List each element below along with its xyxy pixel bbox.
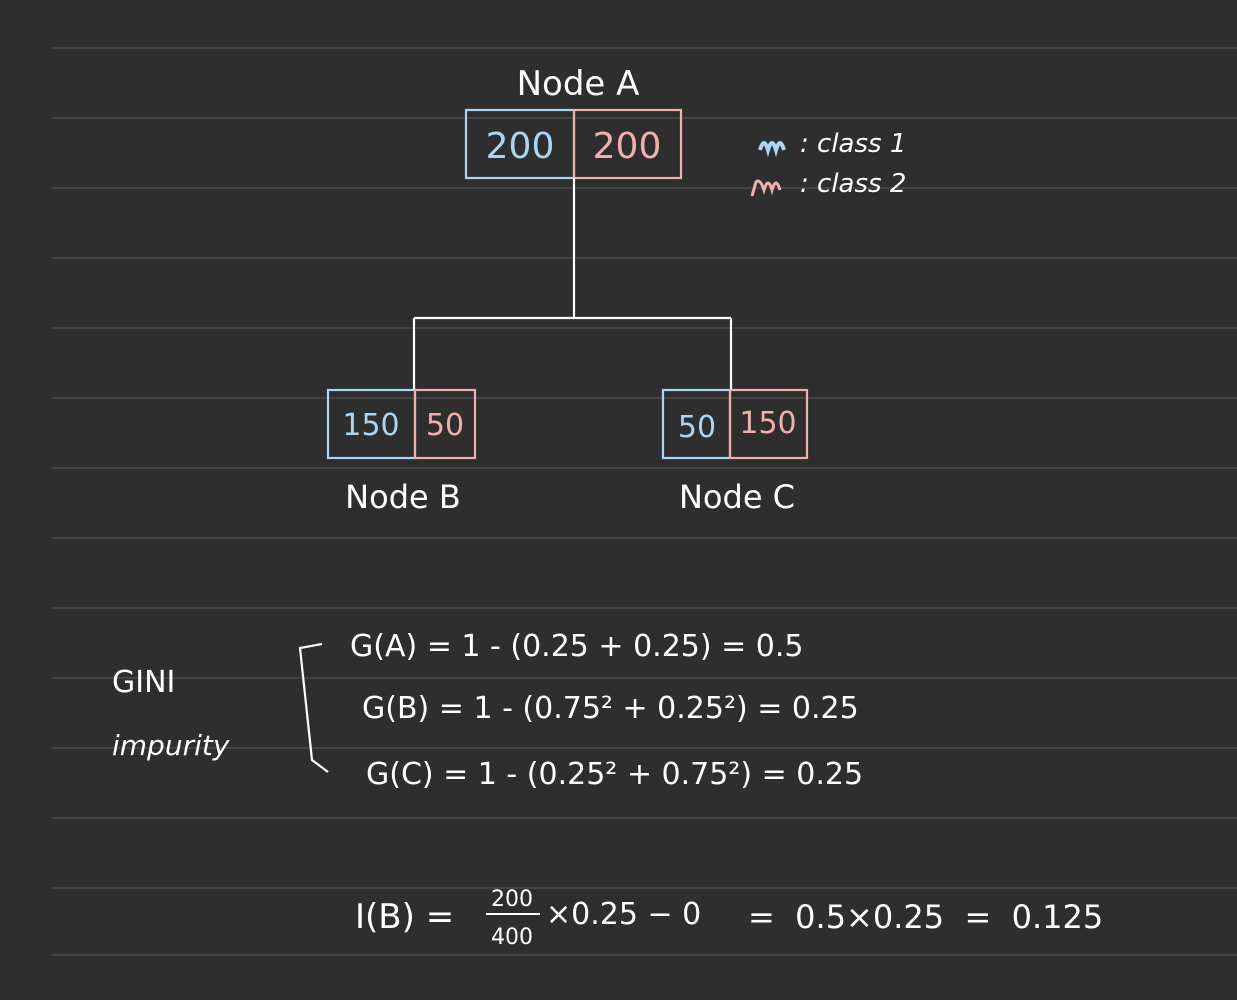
impurity-lhs: I(B) =: [355, 897, 454, 937]
legend-class1-swatch: [758, 141, 786, 158]
node-a-class1-count: 200: [486, 126, 555, 167]
impurity-fraction-denominator: 400: [491, 925, 533, 950]
node-b-class1-count: 150: [342, 408, 399, 443]
impurity-result: = 0.5×0.25 = 0.125: [748, 898, 1103, 936]
node-a-class2-box: [572, 108, 683, 180]
gini-equation-c: G(C) = 1 - (0.25² + 0.75²) = 0.25: [366, 757, 863, 792]
legend-class2-swatch: [750, 179, 782, 197]
ruled-lines: [52, 47, 1237, 956]
gini-equation-a: G(A) = 1 - (0.25 + 0.25) = 0.5: [350, 629, 804, 664]
legend-class2-label: : class 2: [800, 169, 906, 199]
gini-section: GINI impurity G(A) = 1 - (0.25 + 0.25) =…: [112, 629, 863, 792]
node-c-class2-count: 150: [739, 406, 796, 441]
gini-title-line1: GINI: [112, 665, 175, 700]
node-a: Node A 200 200: [464, 64, 683, 180]
gini-title-line2: impurity: [112, 729, 230, 762]
impurity-multiplier: ×0.25 − 0: [546, 897, 701, 932]
tree-connectors: [412, 178, 733, 390]
node-c-class2-box: [728, 388, 809, 460]
impurity-equation: I(B) = 200 400 ×0.25 − 0 = 0.5×0.25 = 0.…: [355, 887, 1103, 950]
gini-equation-b: G(B) = 1 - (0.75² + 0.25²) = 0.25: [362, 691, 859, 726]
node-c-label: Node C: [679, 478, 795, 516]
node-b-class2-count: 50: [426, 408, 464, 443]
node-a-label: Node A: [517, 64, 640, 104]
node-c-class1-count: 50: [678, 410, 716, 445]
legend: : class 1 : class 2: [750, 129, 906, 199]
gini-bracket: [298, 642, 329, 773]
node-b-class2-box: [413, 388, 477, 460]
node-b-label: Node B: [345, 478, 461, 516]
node-a-class2-count: 200: [593, 126, 662, 167]
impurity-fraction-numerator: 200: [491, 887, 533, 912]
legend-class1-label: : class 1: [800, 129, 906, 159]
node-b: 150 50 Node B: [326, 388, 477, 516]
node-c: 50 150 Node C: [661, 388, 809, 516]
